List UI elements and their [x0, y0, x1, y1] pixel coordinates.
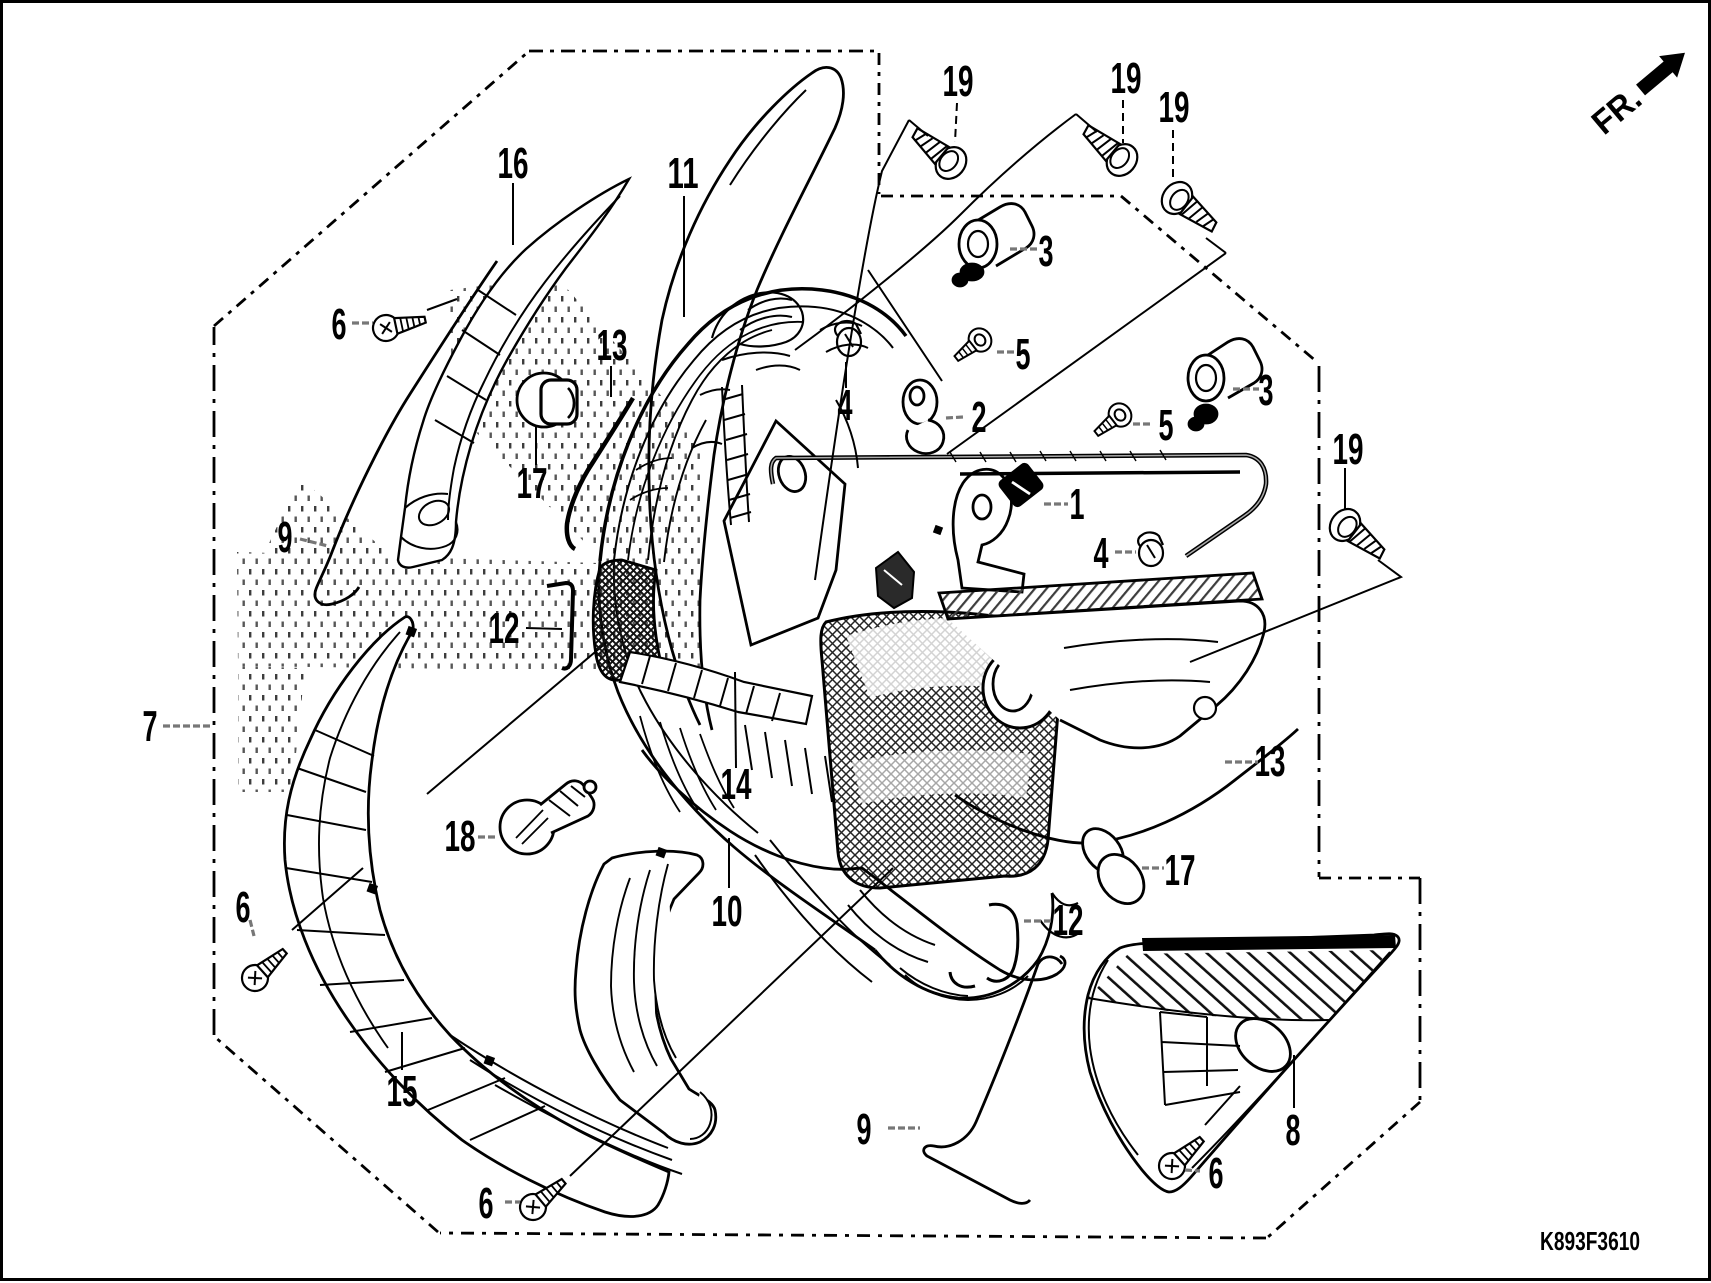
svg-text:5: 5 [1016, 330, 1031, 379]
svg-text:6: 6 [236, 883, 251, 932]
svg-text:2: 2 [972, 393, 987, 442]
svg-text:18: 18 [445, 812, 476, 861]
svg-text:6: 6 [479, 1179, 494, 1228]
svg-text:4: 4 [1094, 529, 1109, 578]
svg-text:7: 7 [143, 702, 158, 751]
svg-text:9: 9 [857, 1105, 872, 1154]
svg-text:3: 3 [1039, 227, 1054, 276]
svg-text:3: 3 [1259, 366, 1274, 415]
svg-text:9: 9 [278, 513, 293, 562]
svg-text:19: 19 [1333, 425, 1364, 474]
svg-text:12: 12 [489, 604, 520, 653]
svg-text:11: 11 [668, 149, 699, 198]
svg-text:14: 14 [721, 760, 752, 809]
svg-text:5: 5 [1159, 401, 1174, 450]
svg-text:19: 19 [1111, 54, 1142, 103]
svg-text:19: 19 [943, 57, 974, 106]
svg-text:19: 19 [1159, 83, 1190, 132]
svg-text:10: 10 [712, 887, 743, 936]
svg-text:13: 13 [1255, 737, 1286, 786]
svg-text:17: 17 [517, 459, 548, 508]
svg-text:16: 16 [498, 139, 529, 188]
svg-text:4: 4 [838, 381, 853, 430]
svg-text:15: 15 [387, 1067, 418, 1116]
svg-text:K893F3610: K893F3610 [1540, 1226, 1640, 1256]
svg-text:6: 6 [332, 300, 347, 349]
svg-text:1: 1 [1070, 480, 1085, 529]
svg-text:12: 12 [1053, 896, 1084, 945]
svg-text:8: 8 [1286, 1106, 1301, 1155]
svg-text:13: 13 [597, 321, 628, 370]
svg-text:6: 6 [1209, 1149, 1224, 1198]
svg-text:17: 17 [1165, 846, 1196, 895]
